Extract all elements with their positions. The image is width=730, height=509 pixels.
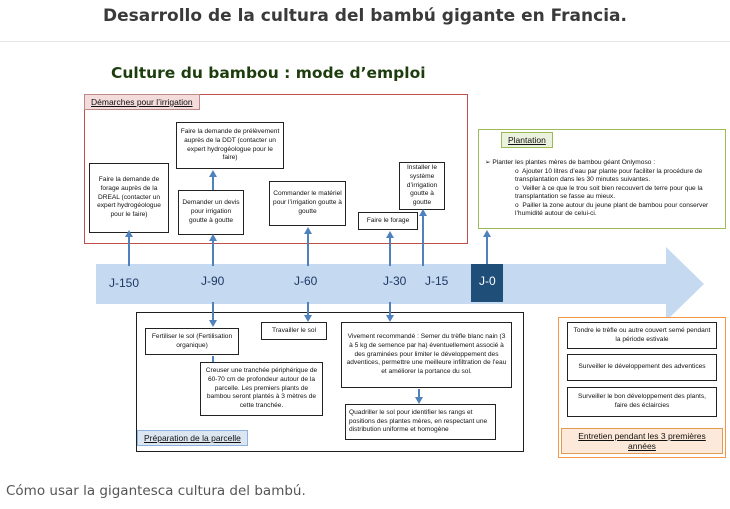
preparation-box-fertiliser: Fertiliser le sol (Fertilisation organiq… xyxy=(145,328,239,355)
plantation-item-text: Ajouter 10 litres d’eau par plante pour … xyxy=(515,167,703,184)
arrowhead-trefle xyxy=(386,315,394,322)
plantation-label: Plantation xyxy=(501,132,553,148)
connector-j30-down xyxy=(389,302,391,316)
arrowhead-ddt xyxy=(209,170,217,177)
connector-j30-up xyxy=(389,234,391,266)
arrowhead-plantation xyxy=(483,230,491,237)
tick-j0: J-0 xyxy=(479,274,496,288)
plantation-list: o Ajouter 10 litres d’eau par plante pou… xyxy=(515,168,719,219)
timeline-arrow-shape xyxy=(96,247,704,321)
irrigation-box-installer: Installer le système d’irrigation goutte… xyxy=(399,162,445,210)
preparation-box-tranchee: Creuser une tranchée périphérique de 60-… xyxy=(200,362,323,416)
tick-j30: J-30 xyxy=(383,274,407,288)
connector-j90-down xyxy=(212,302,214,322)
plantation-item-text: Veiller à ce que le trou soit bien recou… xyxy=(515,184,703,201)
preparation-box-travailler: Travailler le sol xyxy=(261,322,327,340)
preparation-box-trefle: Vivement recommandé : Semer du trèfle bl… xyxy=(341,322,512,388)
arrowhead-forage xyxy=(386,231,394,238)
plantation-intro-text: Planter les plantes mères de bambou géan… xyxy=(492,159,656,166)
arrowhead-quadriller xyxy=(415,397,423,404)
preparation-label: Préparation de la parcelle xyxy=(137,430,248,446)
connector-j15-up xyxy=(422,212,424,266)
connector-ddt-devis xyxy=(212,177,214,190)
connector-trefle-quadriller xyxy=(418,389,420,398)
plantation-item: o Ajouter 10 litres d’eau par plante pou… xyxy=(515,167,703,184)
tick-j15: J-15 xyxy=(425,274,449,288)
connector-fertiliser-tranchee xyxy=(212,356,214,362)
tick-j60: J-60 xyxy=(294,274,318,288)
entretien-label: Entretien pendant les 3 premières années xyxy=(561,428,723,455)
connector-j90-up xyxy=(212,237,214,266)
plantation-text: ➢ Planter les plantes mères de bambou gé… xyxy=(485,159,719,219)
diagram-title: Culture du bambou : mode d’emploi xyxy=(111,64,426,82)
connector-j60-up xyxy=(307,230,309,266)
plantation-item: o Veiller à ce que le trou soit bien rec… xyxy=(515,184,703,201)
arrowhead-fertiliser xyxy=(209,320,217,327)
arrowhead-devis xyxy=(209,234,217,241)
plantation-item: o Pailler la zone autour du jeune plant … xyxy=(515,201,709,218)
timeline-arrow xyxy=(96,247,704,321)
arrowhead-travailler xyxy=(304,315,312,322)
page-title: Desarrollo de la cultura del bambú gigan… xyxy=(103,6,627,26)
connector-j60-down xyxy=(307,302,309,316)
entretien-box-adventices: Surveiller le développement des adventic… xyxy=(567,354,717,381)
entretien-box-tondre: Tondre le trèfle ou autre couvert semé p… xyxy=(567,322,717,349)
irrigation-label: Démarches pour l’irrigation xyxy=(84,94,200,110)
figure-caption: Cómo usar la gigantesca cultura del bamb… xyxy=(6,483,306,499)
irrigation-box-dreal: Faire la demande de forage auprès de la … xyxy=(89,163,169,233)
arrowhead-j150 xyxy=(125,230,133,237)
tick-j90: J-90 xyxy=(201,274,225,288)
arrowhead-materiel xyxy=(304,227,312,234)
timeline-current-marker xyxy=(471,264,503,302)
plantation-panel: Plantation ➢ Planter les plantes mères d… xyxy=(478,129,726,229)
irrigation-box-materiel: Commander le matériel pour l’irrigation … xyxy=(269,181,346,226)
connector-j150 xyxy=(128,235,130,266)
irrigation-box-forage: Faire le forage xyxy=(358,212,418,230)
preparation-box-quadriller: Quadriller le sol pour identifier les ra… xyxy=(345,404,496,440)
tick-j150: J-150 xyxy=(109,276,140,290)
entretien-box-eclaircies: Surveiller le bon développement des plan… xyxy=(567,387,717,417)
irrigation-box-ddt: Faire la demande de prélèvement auprès d… xyxy=(176,122,284,169)
connector-j0-up xyxy=(486,236,488,264)
title-divider xyxy=(0,41,730,42)
arrowhead-installer xyxy=(419,209,427,216)
plantation-item-text: Pailler la zone autour du jeune plant de… xyxy=(515,201,709,218)
irrigation-box-devis: Demander un devis pour irrigation goutte… xyxy=(178,190,244,235)
plantation-intro: ➢ Planter les plantes mères de bambou gé… xyxy=(485,159,656,166)
